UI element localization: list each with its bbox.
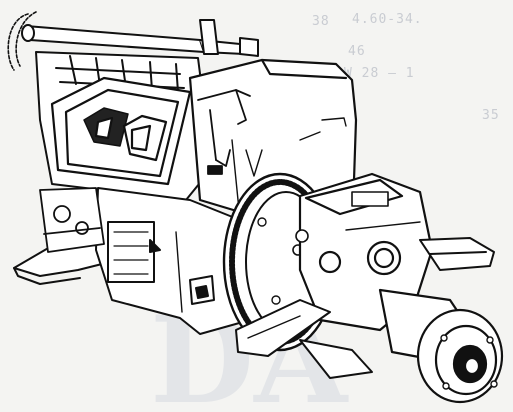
bleed-text-2: 38 bbox=[312, 14, 330, 29]
throttle-linkage bbox=[197, 89, 251, 175]
bleed-text-5: 35 bbox=[482, 108, 500, 123]
bleed-text-1: 4.60-34. bbox=[352, 12, 423, 27]
crankcase bbox=[188, 58, 358, 221]
left-accessories bbox=[39, 187, 105, 253]
bleed-text-4: W 28 — 1 bbox=[344, 66, 415, 81]
lower-housing bbox=[95, 187, 251, 335]
output-flange bbox=[378, 288, 504, 404]
top-shaft bbox=[21, 19, 259, 57]
front-foot bbox=[235, 299, 373, 379]
timing-chain bbox=[7, 11, 37, 71]
right-bracket bbox=[419, 237, 495, 271]
bleed-text-3: 46 bbox=[348, 44, 366, 59]
gearbox bbox=[295, 172, 434, 332]
intake-frame bbox=[50, 76, 192, 186]
